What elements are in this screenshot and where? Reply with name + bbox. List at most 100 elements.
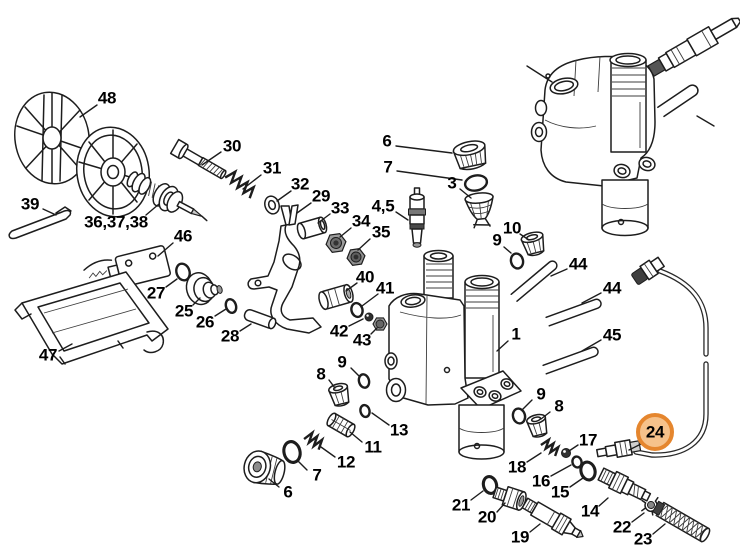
leader-line (526, 65, 553, 83)
part-36-37-38-piston-stack (126, 171, 208, 222)
part-label-9: 9 (337, 352, 347, 372)
leader-line (550, 464, 572, 477)
leader-line (395, 211, 409, 221)
part-7-oring-top (463, 174, 489, 192)
part-32-washer (264, 195, 280, 215)
leader-line (357, 238, 371, 251)
part-pulley-wheel (76, 126, 150, 218)
leader-line (459, 188, 472, 199)
part-9-oring-top (509, 252, 525, 270)
part-23-braided-hose (651, 500, 711, 543)
part-label-28: 28 (220, 326, 240, 346)
part-label-26: 26 (195, 312, 215, 332)
leader-line (395, 145, 453, 154)
leader-line (598, 497, 609, 507)
part-label-44: 44 (602, 278, 622, 298)
part-label-1: 1 (511, 324, 521, 344)
part-11-valve-cage (326, 412, 356, 438)
part-34-nut (325, 233, 347, 253)
leader-line (145, 203, 160, 216)
part-valve-shaft (647, 17, 740, 78)
part-45-pin (542, 346, 599, 375)
leader-line (345, 282, 358, 292)
part-28-pin (243, 309, 277, 330)
part-39-clip (8, 206, 72, 240)
leader-line (470, 490, 484, 501)
highlight-circle (636, 413, 674, 451)
part-20-plug (492, 485, 527, 511)
part-1-pump-body (384, 249, 522, 460)
part-label-6: 6 (382, 131, 392, 151)
part-26-oring (224, 297, 238, 315)
leader-line (526, 452, 542, 463)
part-47-base-tray (14, 271, 169, 365)
leader-lines (42, 65, 715, 535)
leader-line (58, 343, 73, 352)
part-label-10: 10 (502, 218, 522, 238)
part-label-45: 45 (602, 325, 622, 345)
part-24-hose (596, 256, 709, 459)
part-label-35: 35 (371, 222, 391, 242)
part-40-coupler (318, 283, 354, 311)
part-18-spring (540, 436, 561, 457)
upper-pump-body (530, 52, 656, 237)
leader-line (496, 340, 509, 352)
part-label-20: 20 (477, 507, 497, 527)
part-label-22: 22 (612, 517, 632, 537)
leader-line (581, 339, 602, 352)
part-label-36-37-38: 36,37,38 (84, 212, 148, 232)
part-3-strainer (464, 192, 494, 229)
leader-line (370, 327, 378, 335)
part-label-46: 46 (173, 226, 193, 246)
part-label-9: 9 (492, 230, 502, 250)
leader-line (239, 323, 252, 332)
leader-line (529, 523, 541, 533)
part-21-oring (481, 475, 499, 495)
highlighted-part-ring (636, 413, 674, 451)
part-41-oring (350, 301, 364, 319)
part-label-7: 7 (383, 157, 393, 177)
leader-line (569, 477, 584, 488)
part-label-3: 3 (447, 173, 457, 193)
part-label-32: 32 (290, 174, 310, 194)
part-19-valve-body (521, 497, 584, 539)
leader-line (540, 411, 551, 420)
part-12-spring (303, 429, 325, 451)
leader-line (165, 278, 178, 288)
part-label-15: 15 (550, 482, 570, 502)
leader-line (297, 460, 308, 471)
part-label-6: 6 (283, 482, 293, 502)
part-label-13: 13 (389, 420, 409, 440)
part-9-oring-mid (357, 373, 371, 389)
part-label-8: 8 (316, 364, 326, 384)
part-14-fitting (597, 467, 652, 502)
part-label-33: 33 (330, 198, 350, 218)
part-label-39: 39 (20, 194, 40, 214)
part-label-8: 8 (554, 396, 564, 416)
leader-line (568, 444, 579, 452)
part-16-oring (571, 455, 583, 469)
leader-line (350, 367, 360, 377)
part-label-12: 12 (336, 452, 356, 472)
part-label-21: 21 (451, 495, 471, 515)
part-43-nut (372, 317, 388, 331)
part-25-cap (185, 272, 223, 306)
leader-line (361, 293, 379, 307)
part-17-ball (561, 448, 571, 458)
part-label-17: 17 (578, 430, 598, 450)
leader-line (79, 104, 98, 118)
part-9-oring-right (511, 407, 527, 425)
part-6-plug-bottom (243, 450, 286, 485)
leader-line (349, 431, 363, 443)
part-44-pin-b (545, 298, 602, 327)
part-label-25: 25 (174, 301, 194, 321)
leader-line (371, 412, 390, 426)
part-8-plug-right (526, 413, 548, 438)
part-31-spring (224, 169, 256, 199)
leader-line (328, 379, 336, 389)
part-label-27: 27 (146, 283, 166, 303)
leader-line (652, 523, 666, 535)
